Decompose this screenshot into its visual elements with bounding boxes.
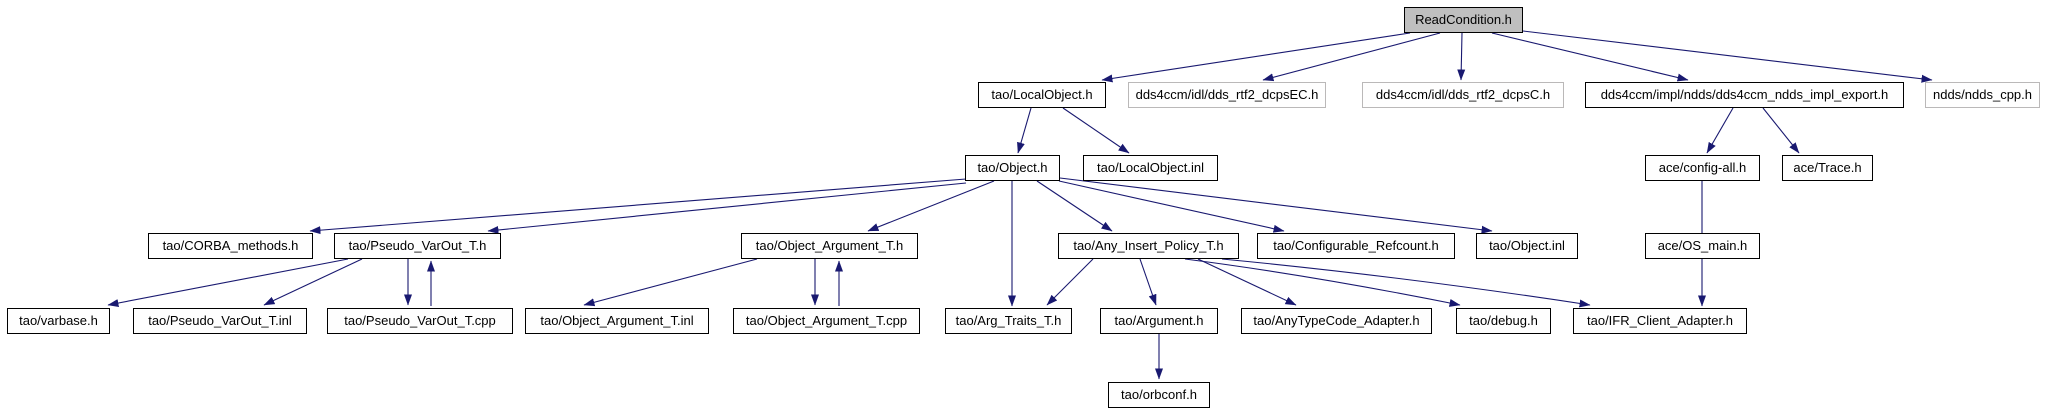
graph-node-tao-argument-h[interactable]: tao/Argument.h: [1100, 308, 1218, 334]
edge-readcondition-h-to-dds4ccm-impl-ndds-dds4ccm-ndds-impl-export-h: [1491, 32, 1689, 82]
graph-node-tao-pseudo-varout-t-cpp[interactable]: tao/Pseudo_VarOut_T.cpp: [327, 308, 513, 334]
edge-tao-any-insert-policy-t-h-to-tao-argument-h: [1139, 258, 1157, 306]
graph-node-tao-configurable-refcount-h[interactable]: tao/Configurable_Refcount.h: [1257, 233, 1455, 259]
graph-node-tao-pseudo-varout-t-inl[interactable]: tao/Pseudo_VarOut_T.inl: [133, 308, 307, 334]
graph-node-tao-object-argument-t-h[interactable]: tao/Object_Argument_T.h: [741, 233, 918, 259]
edge-tao-pseudo-varout-t-h-to-tao-pseudo-varout-t-inl: [263, 258, 363, 306]
graph-node-tao-object-argument-t-inl[interactable]: tao/Object_Argument_T.inl: [525, 308, 709, 334]
graph-node-ace-trace-h[interactable]: ace/Trace.h: [1782, 155, 1873, 181]
edge-readcondition-h-to-dds4ccm-idl-dds-rtf2-dcpsec-h: [1262, 32, 1441, 82]
edge-tao-localobject-h-to-tao-localobject-inl: [1062, 107, 1130, 154]
edge-tao-any-insert-policy-t-h-to-tao-anytypecode-adapter-h: [1197, 258, 1297, 306]
graph-node-tao-localobject-h[interactable]: tao/LocalObject.h: [978, 82, 1106, 108]
edge-tao-object-h-to-tao-corba-methods-h: [309, 178, 967, 235]
edge-tao-any-insert-policy-t-h-to-tao-debug-h: [1184, 258, 1461, 307]
edge-dds4ccm-impl-ndds-dds4ccm-ndds-impl-export-h-to-ace-trace-h: [1762, 107, 1800, 154]
edge-readcondition-h-to-tao-localobject-h: [1101, 32, 1411, 83]
graph-node-tao-object-h[interactable]: tao/Object.h: [965, 155, 1060, 181]
edge-readcondition-h-to-dds4ccm-idl-dds-rtf2-dcpsc-h: [1457, 32, 1466, 81]
edge-tao-pseudo-varout-t-h-to-tao-varbase-h: [107, 258, 349, 307]
graph-node-tao-corba-methods-h[interactable]: tao/CORBA_methods.h: [148, 233, 313, 259]
graph-node-readcondition-h[interactable]: ReadCondition.h: [1404, 7, 1523, 33]
edge-tao-object-h-to-tao-object-inl: [1059, 177, 1493, 234]
edge-dds4ccm-impl-ndds-dds4ccm-ndds-impl-export-h-to-ace-config-all-h: [1706, 107, 1734, 154]
graph-node-tao-object-inl[interactable]: tao/Object.inl: [1476, 233, 1578, 259]
graph-node-tao-arg-traits-t-h[interactable]: tao/Arg_Traits_T.h: [945, 308, 1072, 334]
graph-node-tao-object-argument-t-cpp[interactable]: tao/Object_Argument_T.cpp: [733, 308, 920, 334]
edge-tao-object-h-to-tao-configurable-refcount-h: [1058, 180, 1285, 233]
graph-node-tao-anytypecode-adapter-h[interactable]: tao/AnyTypeCode_Adapter.h: [1241, 308, 1432, 334]
edge-tao-object-h-to-tao-any-insert-policy-t-h: [1036, 180, 1113, 232]
graph-node-dds4ccm-idl-dds-rtf2-dcpsec-h: dds4ccm/idl/dds_rtf2_dcpsEC.h: [1128, 82, 1326, 108]
graph-node-tao-pseudo-varout-t-h[interactable]: tao/Pseudo_VarOut_T.h: [334, 233, 501, 259]
graph-node-ndds-ndds-cpp-h: ndds/ndds_cpp.h: [1925, 82, 2040, 108]
edges-group: [107, 30, 1933, 380]
graph-node-dds4ccm-impl-ndds-dds4ccm-ndds-impl-export-h[interactable]: dds4ccm/impl/ndds/dds4ccm_ndds_impl_expo…: [1585, 82, 1904, 108]
edge-tao-localobject-h-to-tao-object-h: [1017, 107, 1032, 154]
graph-node-ace-os-main-h[interactable]: ace/OS_main.h: [1645, 233, 1760, 259]
edge-tao-any-insert-policy-t-h-to-tao-ifr-client-adapter-h: [1221, 258, 1591, 308]
graph-node-tao-orbconf-h[interactable]: tao/orbconf.h: [1108, 382, 1210, 408]
graph-node-ace-config-all-h[interactable]: ace/config-all.h: [1645, 155, 1760, 181]
graph-node-tao-ifr-client-adapter-h[interactable]: tao/IFR_Client_Adapter.h: [1573, 308, 1747, 334]
graph-node-tao-debug-h[interactable]: tao/debug.h: [1456, 308, 1551, 334]
graph-node-tao-any-insert-policy-t-h[interactable]: tao/Any_Insert_Policy_T.h: [1058, 233, 1239, 259]
edge-readcondition-h-to-ndds-ndds-cpp-h: [1522, 30, 1933, 83]
edge-tao-object-h-to-tao-object-argument-t-h: [867, 180, 995, 232]
edge-tao-object-argument-t-h-to-tao-object-argument-t-inl: [583, 258, 758, 307]
graph-node-tao-varbase-h[interactable]: tao/varbase.h: [7, 308, 110, 334]
graph-node-dds4ccm-idl-dds-rtf2-dcpsc-h: dds4ccm/idl/dds_rtf2_dcpsC.h: [1362, 82, 1564, 108]
edge-tao-object-h-to-tao-pseudo-varout-t-h: [487, 182, 967, 234]
edge-tao-any-insert-policy-t-h-to-tao-arg-traits-t-h: [1046, 258, 1094, 306]
graph-node-tao-localobject-inl[interactable]: tao/LocalObject.inl: [1083, 155, 1218, 181]
